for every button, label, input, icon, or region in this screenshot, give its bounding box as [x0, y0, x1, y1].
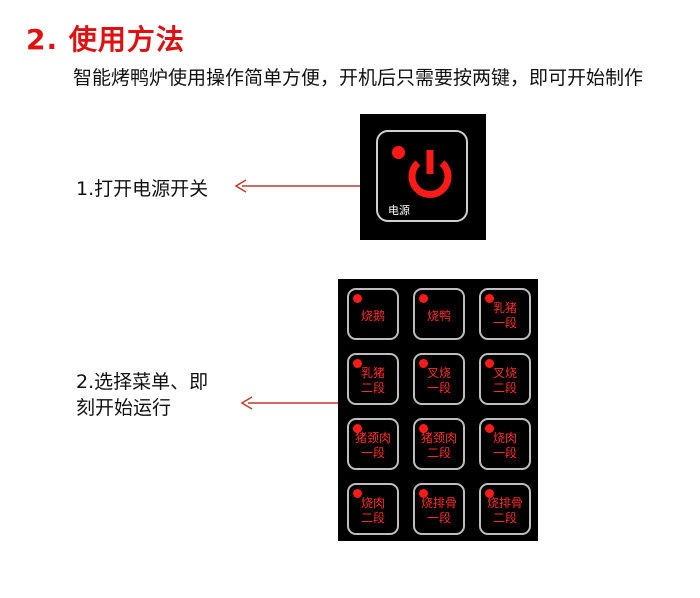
menu-button-suckling-pig-stage-1[interactable]: 乳猪 一段: [479, 288, 531, 340]
indicator-light-icon: [485, 359, 494, 368]
menu-button-roast-duck[interactable]: 烧鸭: [413, 288, 465, 340]
menu-button-roast-goose[interactable]: 烧鹅: [347, 288, 399, 340]
indicator-light-icon: [419, 489, 428, 498]
indicator-light-icon: [353, 489, 362, 498]
indicator-light-icon: [419, 424, 428, 433]
menu-button-label: 猪颈肉 二段: [420, 431, 457, 460]
menu-button-label: 烧肉 一段: [492, 431, 517, 460]
indicator-light-icon: [485, 424, 494, 433]
indicator-light-icon: [419, 359, 428, 368]
power-icon: [408, 150, 452, 198]
indicator-light-icon: [392, 146, 405, 159]
menu-button-char-siu-stage-1[interactable]: 叉烧 一段: [413, 353, 465, 405]
indicator-light-icon: [353, 424, 362, 433]
menu-button-char-siu-stage-2[interactable]: 叉烧 二段: [479, 353, 531, 405]
indicator-light-icon: [353, 359, 362, 368]
menu-button-roast-pork-stage-1[interactable]: 烧肉 一段: [479, 418, 531, 470]
menu-button-roast-ribs-stage-2[interactable]: 烧排骨 二段: [479, 483, 531, 535]
power-button[interactable]: 电源: [376, 130, 468, 222]
menu-button-label: 乳猪 二段: [360, 366, 385, 395]
arrow-left-icon: [234, 179, 360, 193]
menu-grid: 烧鹅 烧鸭 乳猪 一段 乳猪 二段 叉烧 一段 叉烧 二段 猪颈肉 一段 猪颈肉…: [347, 288, 531, 535]
power-panel: 电源: [360, 114, 486, 240]
step-2-text: 2.选择菜单、即 刻开始运行: [76, 371, 209, 419]
menu-button-label: 烧肉 二段: [360, 496, 385, 525]
indicator-light-icon: [419, 294, 428, 303]
menu-button-label: 烧鸭: [426, 308, 451, 323]
power-label: 电源: [388, 204, 410, 217]
menu-button-suckling-pig-stage-2[interactable]: 乳猪 二段: [347, 353, 399, 405]
menu-button-label: 烧鹅: [360, 308, 385, 323]
menu-button-roast-pork-stage-2[interactable]: 烧肉 二段: [347, 483, 399, 535]
menu-button-label: 猪颈肉 一段: [354, 431, 391, 460]
section-heading: 2. 使用方法: [26, 23, 185, 56]
step-1-text: 1.打开电源开关: [76, 178, 209, 200]
menu-panel: 烧鹅 烧鸭 乳猪 一段 乳猪 二段 叉烧 一段 叉烧 二段 猪颈肉 一段 猪颈肉…: [338, 279, 538, 541]
menu-button-label: 乳猪 一段: [492, 301, 517, 330]
menu-button-label: 烧排骨 一段: [420, 496, 457, 525]
indicator-light-icon: [485, 294, 494, 303]
intro-paragraph: 智能烤鸭炉使用操作简单方便，开机后只需要按两键，即可开始制作: [73, 67, 644, 89]
indicator-light-icon: [353, 294, 362, 303]
menu-button-label: 叉烧 二段: [492, 366, 517, 395]
menu-button-pork-neck-stage-2[interactable]: 猪颈肉 二段: [413, 418, 465, 470]
indicator-light-icon: [485, 489, 494, 498]
menu-button-roast-ribs-stage-1[interactable]: 烧排骨 一段: [413, 483, 465, 535]
menu-button-label: 烧排骨 二段: [486, 496, 523, 525]
menu-button-label: 叉烧 一段: [426, 366, 451, 395]
arrow-left-icon: [240, 396, 338, 410]
menu-button-pork-neck-stage-1[interactable]: 猪颈肉 一段: [347, 418, 399, 470]
